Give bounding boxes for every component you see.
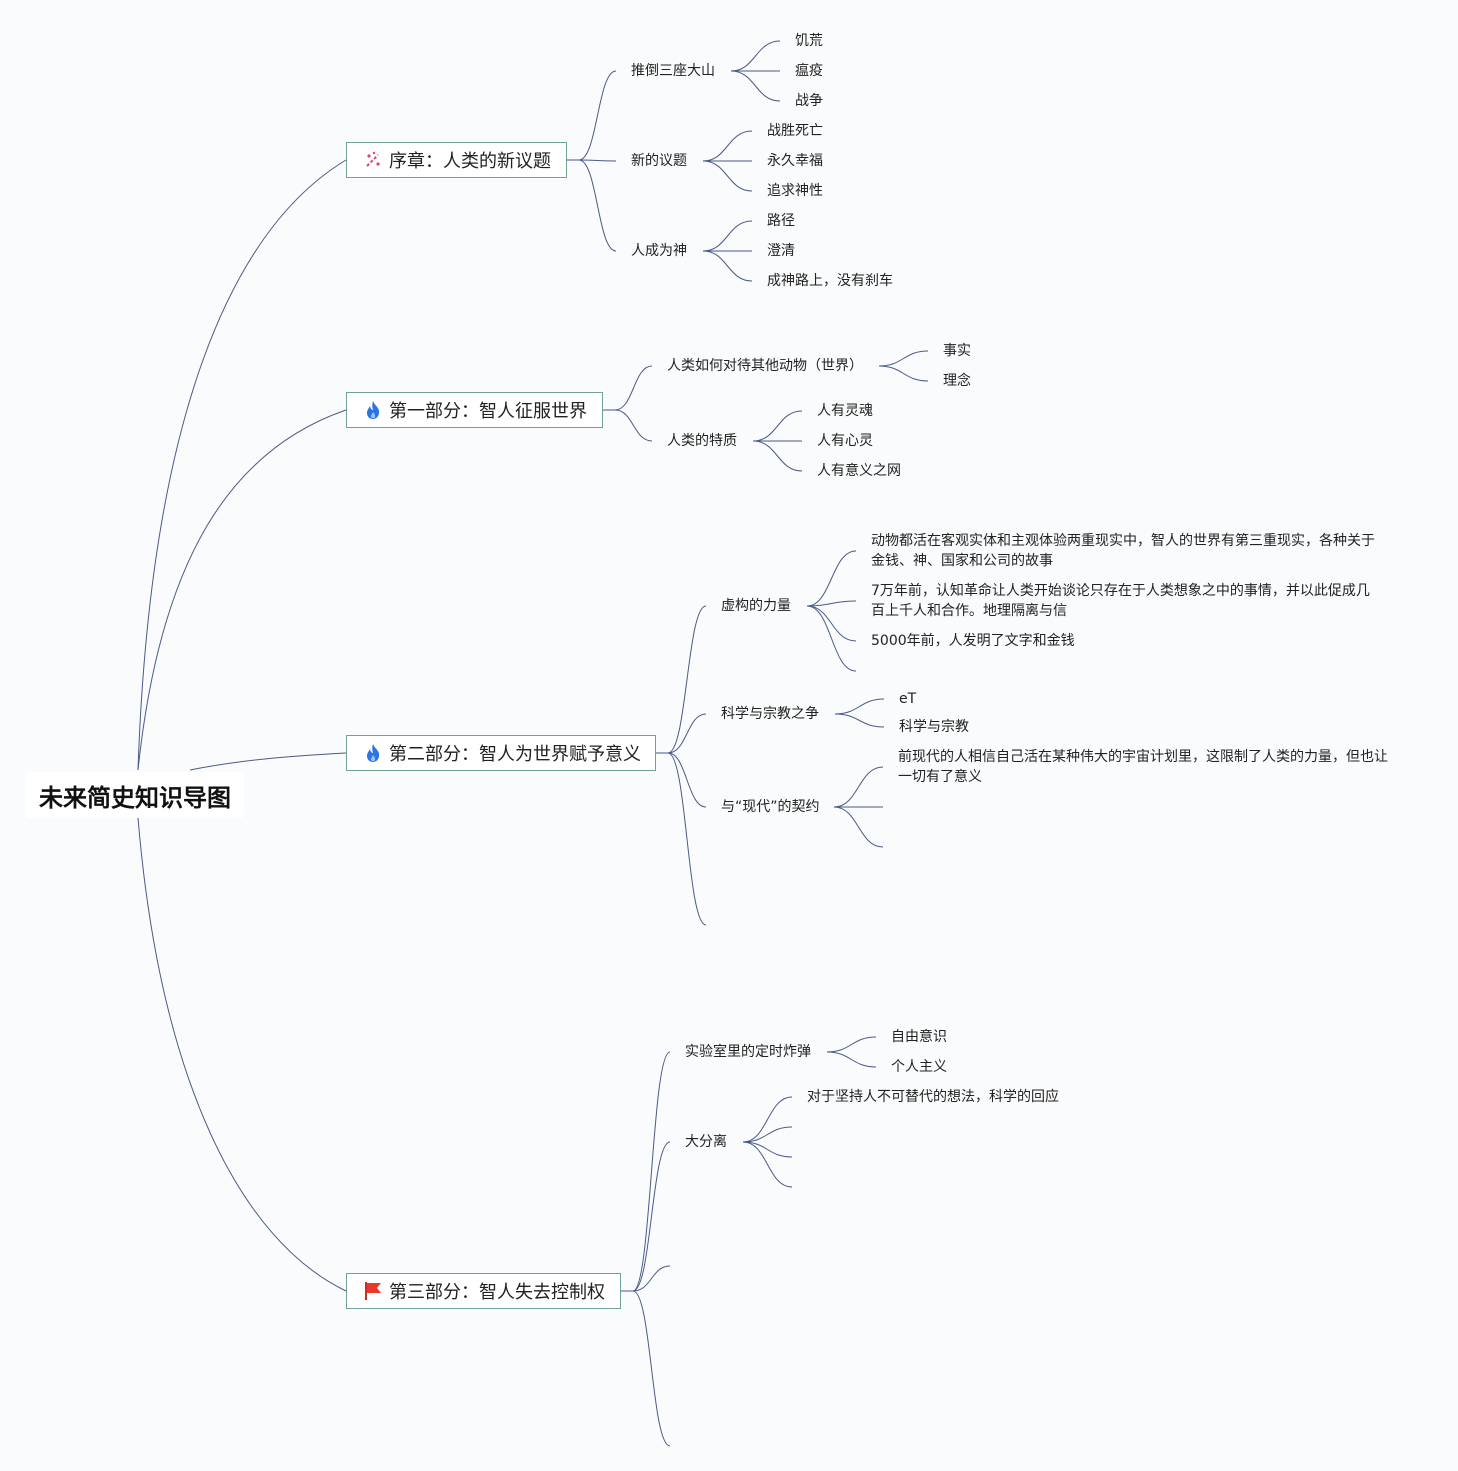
- section-label: 第三部分：智人失去控制权: [389, 1282, 605, 1303]
- root-title: 未来简史知识导图: [39, 783, 231, 812]
- topic-leaf-link: [702, 250, 753, 282]
- root-node[interactable]: 未来简史知识导图: [26, 772, 244, 818]
- leaf-node[interactable]: 对于坚持人不可替代的想法，科学的回应: [807, 1089, 1059, 1105]
- topic-leaf-link: [878, 350, 929, 367]
- section-label: 第二部分：智人为世界赋予意义: [389, 744, 641, 765]
- flag-icon: [363, 1281, 383, 1301]
- leaf-node[interactable]: 动物都活在客观实体和主观体验两重现实中，智人的世界有第三重现实，各种关于金钱、神…: [871, 533, 1375, 569]
- leaf-node[interactable]: 人有意义之网: [817, 463, 901, 479]
- topic-leaf-link: [742, 1126, 793, 1143]
- topic-leaf-link: [806, 600, 857, 607]
- root-link: [137, 817, 347, 1292]
- topic-leaf-link: [702, 130, 753, 162]
- leaf-node[interactable]: 成神路上，没有刹车: [767, 273, 893, 289]
- topic-node[interactable]: 人类的特质: [667, 433, 737, 449]
- sparkle-icon: [363, 150, 383, 170]
- topic-node[interactable]: 大分离: [685, 1134, 727, 1150]
- section-label: 第一部分：智人征服世界: [389, 401, 587, 422]
- topic-leaf-link: [702, 220, 753, 252]
- topic-node[interactable]: 新的议题: [631, 153, 687, 169]
- topic-leaf-link: [742, 1141, 793, 1188]
- section-topic-link: [614, 365, 653, 411]
- topic-leaf-link: [742, 1096, 793, 1143]
- leaf-node[interactable]: 7万年前，认知革命让人类开始谈论只存在于人类想象之中的事情，并以此促成几百上千人…: [871, 583, 1370, 619]
- topic-node[interactable]: 人类如何对待其他动物（世界）: [667, 358, 863, 374]
- flame-icon: [363, 400, 383, 420]
- flame-icon: [363, 743, 383, 763]
- topic-leaf-link: [752, 410, 803, 442]
- leaf-node[interactable]: 自由意识: [891, 1029, 947, 1045]
- section-topic-link: [632, 1290, 671, 1447]
- topic-node[interactable]: 与“现代”的契约: [721, 799, 820, 815]
- topic-leaf-link: [806, 605, 857, 642]
- section-topic-link: [632, 1141, 671, 1292]
- section-topic-link: [667, 752, 707, 926]
- topic-node[interactable]: 推倒三座大山: [631, 63, 715, 79]
- section-topic-link: [578, 159, 617, 252]
- section-label: 序章：人类的新议题: [389, 151, 551, 172]
- section-topic-link: [667, 605, 707, 754]
- leaf-node[interactable]: 澄清: [767, 243, 795, 259]
- leaf-node[interactable]: 理念: [943, 373, 971, 389]
- leaf-node[interactable]: 追求神性: [767, 183, 823, 199]
- leaf-node[interactable]: eT: [899, 691, 917, 707]
- topic-leaf-link: [742, 1141, 793, 1158]
- topic-node[interactable]: 实验室里的定时炸弹: [685, 1044, 811, 1060]
- topic-leaf-link: [702, 160, 753, 192]
- section-topic-link: [632, 1265, 671, 1292]
- topic-leaf-link: [730, 40, 781, 72]
- leaf-node[interactable]: 人有灵魂: [817, 403, 873, 419]
- topic-node[interactable]: 科学与宗教之争: [721, 706, 819, 722]
- topic-leaf-link: [806, 605, 857, 672]
- section-topic-link: [667, 752, 707, 808]
- topic-leaf-link: [806, 550, 857, 607]
- topic-leaf-link: [730, 70, 781, 102]
- leaf-node[interactable]: 瘟疫: [795, 63, 823, 79]
- section-part-two[interactable]: 第二部分：智人为世界赋予意义: [346, 735, 656, 771]
- leaf-node[interactable]: 事实: [943, 343, 971, 359]
- topic-leaf-link: [834, 698, 885, 715]
- section-topic-link: [578, 159, 617, 162]
- leaf-node[interactable]: 人有心灵: [817, 433, 873, 449]
- leaf-node[interactable]: 永久幸福: [767, 153, 823, 169]
- topic-leaf-link: [833, 806, 884, 848]
- topic-leaf-link: [826, 1036, 877, 1053]
- leaf-node[interactable]: 路径: [767, 213, 795, 229]
- topic-leaf-link: [878, 365, 929, 382]
- topic-leaf-link: [834, 713, 885, 728]
- root-link: [137, 159, 347, 771]
- section-part-one[interactable]: 第一部分：智人征服世界: [346, 392, 603, 428]
- section-topic-link: [667, 713, 707, 754]
- leaf-node[interactable]: 5000年前，人发明了文字和金钱: [871, 633, 1075, 649]
- root-link: [189, 752, 347, 771]
- leaf-node[interactable]: 饥荒: [795, 33, 823, 49]
- leaf-node[interactable]: 战争: [795, 93, 823, 109]
- section-prologue[interactable]: 序章：人类的新议题: [346, 142, 567, 178]
- section-part-three[interactable]: 第三部分：智人失去控制权: [346, 1273, 621, 1309]
- section-topic-link: [614, 409, 653, 442]
- topic-leaf-link: [833, 766, 884, 808]
- section-topic-link: [632, 1051, 671, 1292]
- leaf-node[interactable]: 战胜死亡: [767, 123, 823, 139]
- root-link: [137, 409, 347, 771]
- topic-leaf-link: [826, 1051, 877, 1068]
- leaf-node[interactable]: 前现代的人相信自己活在某种伟大的宇宙计划里，这限制了人类的力量，但也让一切有了意…: [898, 749, 1388, 785]
- leaf-node[interactable]: 个人主义: [891, 1059, 947, 1075]
- topic-leaf-link: [752, 440, 803, 472]
- topic-node[interactable]: 虚构的力量: [721, 598, 791, 614]
- section-topic-link: [578, 70, 617, 161]
- leaf-node[interactable]: 科学与宗教: [899, 719, 969, 735]
- topic-node[interactable]: 人成为神: [631, 243, 687, 259]
